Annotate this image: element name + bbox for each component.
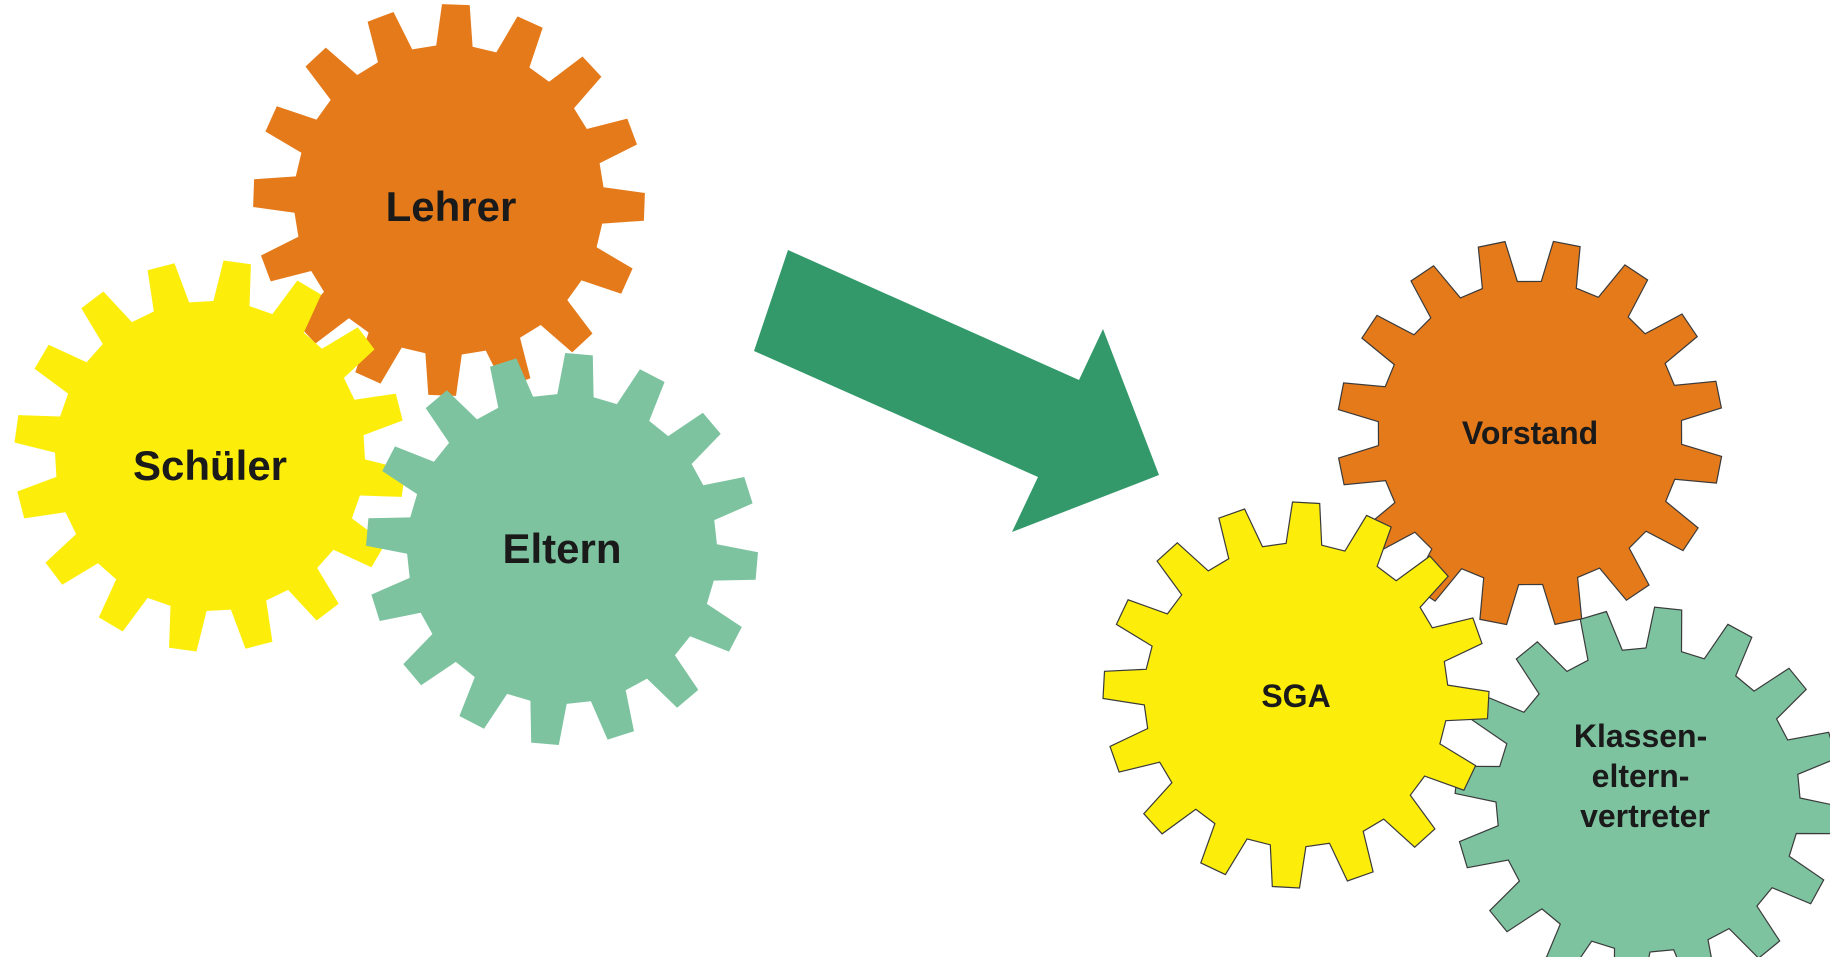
gear-sga-label: SGA [1261, 678, 1330, 714]
gear-klasseneltern-line-1: Klassen- [1574, 718, 1707, 754]
before-group: Lehrer Schüler Eltern [14, 4, 758, 745]
gear-vorstand: Vorstand [1337, 240, 1723, 626]
gear-lehrer-shape [253, 4, 645, 396]
gear-klasseneltern-shape [1454, 606, 1830, 957]
gear-schueler: Schüler [14, 260, 406, 652]
gear-eltern: Eltern [366, 353, 758, 745]
gear-eltern-label: Eltern [502, 525, 621, 572]
gear-lehrer: Lehrer [253, 4, 645, 396]
gear-vorstand-label: Vorstand [1462, 415, 1598, 451]
transition-arrow-icon [754, 250, 1159, 532]
gear-sga: SGA [1102, 501, 1490, 889]
gear-sga-shape [1102, 501, 1490, 889]
gear-klasseneltern-label: Klassen- eltern- vertreter [1574, 718, 1716, 834]
gear-klasseneltern-line-3: vertreter [1580, 798, 1710, 834]
gear-schueler-shape [14, 260, 406, 652]
gear-lehrer-label: Lehrer [386, 183, 517, 230]
gear-schueler-label: Schüler [133, 442, 287, 489]
gear-eltern-shape [366, 353, 758, 745]
after-group: Vorstand Klassen- eltern- vertreter SGA [1102, 240, 1830, 957]
gear-vorstand-shape [1337, 240, 1723, 626]
gear-klasseneltern: Klassen- eltern- vertreter [1454, 606, 1830, 957]
gear-klasseneltern-line-2: eltern- [1592, 758, 1690, 794]
